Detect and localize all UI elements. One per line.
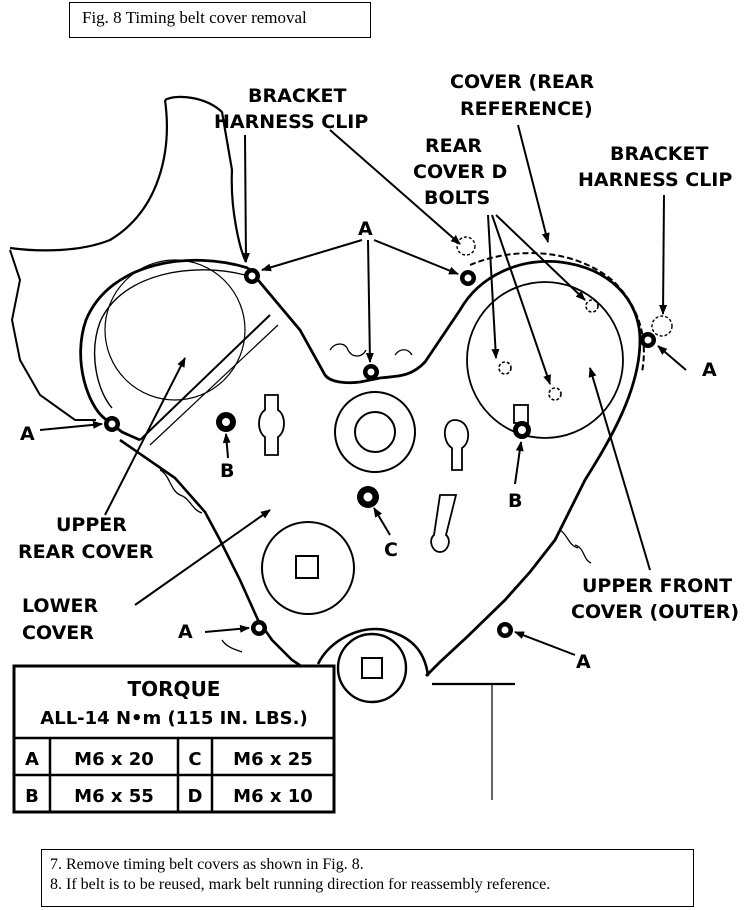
- cover-squiggle-detail: [159, 343, 592, 653]
- instruction-notes: 7. Remove timing belt covers as shown in…: [41, 849, 694, 907]
- d-bolt-2: [498, 361, 512, 375]
- upper-rear-cover-outline: [79, 258, 249, 442]
- bolt-a-7: [497, 622, 513, 638]
- engine-block-left-outline: [9, 249, 96, 421]
- upper-rear-cover-edge-2: [149, 324, 279, 446]
- bolt-boss: [513, 404, 529, 424]
- callout-b-right: B: [508, 490, 522, 512]
- label-lower-cover: LOWER COVER: [22, 595, 105, 644]
- label-cover-rear-reference: COVER (REAR REFERENCE): [450, 71, 601, 120]
- left-cam-sprocket: [104, 259, 246, 401]
- leader-arrows: [39, 124, 687, 656]
- torque-cell: M6 x 10: [233, 786, 313, 807]
- torque-cell: M6 x 20: [74, 749, 154, 770]
- d-bolt-3: [548, 387, 562, 401]
- figure-title: Fig. 8 Timing belt cover removal: [69, 2, 371, 38]
- torque-table: TORQUE ALL-14 N•m (115 IN. LBS.) A M6 x …: [12, 664, 336, 814]
- torque-cell: C: [188, 749, 201, 770]
- callout-a-lower-right: A: [576, 651, 591, 673]
- upper-rear-cover-inner: [93, 269, 246, 409]
- label-rear-cover-d-bolts: REAR COVER D BOLTS: [413, 135, 514, 209]
- front-cover-body-outline: [246, 260, 642, 677]
- bolt-a-4: [104, 416, 120, 432]
- label-bracket-harness-clip-left: BRACKET HARNESS CLIP: [214, 85, 368, 133]
- note-line: 7. Remove timing belt covers as shown in…: [50, 856, 364, 873]
- bolt-b-1: [216, 412, 236, 432]
- label-upper-rear-cover: UPPER REAR COVER: [18, 514, 154, 563]
- callout-b-left: B: [220, 460, 234, 482]
- torque-cell: B: [25, 786, 39, 807]
- engine-bracket-outline: [9, 95, 247, 263]
- lower-cover-rim: [316, 627, 430, 677]
- bolt-c: [357, 486, 379, 508]
- torque-title: TORQUE: [128, 677, 221, 701]
- callout-c: C: [384, 539, 398, 561]
- torque-cell: D: [188, 786, 203, 807]
- crank-hub: [361, 657, 383, 679]
- callout-a-top: A: [358, 218, 373, 240]
- d-bolt-1: [585, 299, 599, 313]
- torque-subtitle: ALL-14 N•m (115 IN. LBS.): [40, 708, 307, 729]
- crank-pulley: [336, 632, 408, 704]
- bolt-a-5: [640, 332, 656, 348]
- torque-cell: M6 x 25: [233, 749, 313, 770]
- torque-cell: M6 x 55: [74, 786, 154, 807]
- upper-rear-cover-edge: [139, 314, 271, 441]
- keyhole-slot-left: [258, 394, 285, 456]
- bolt-a-6: [251, 620, 267, 636]
- water-pump-pulley: [261, 521, 355, 615]
- front-cover-left-rim: [119, 438, 311, 674]
- torque-cell: A: [25, 749, 39, 770]
- right-cam-sprocket: [466, 281, 624, 439]
- center-idler-pulley-hub: [354, 411, 396, 453]
- callout-a-lower-left: A: [178, 621, 193, 643]
- clip-dashed-right: [651, 315, 673, 337]
- clip-dashed-left: [456, 236, 476, 256]
- bolt-b-2: [513, 421, 531, 439]
- bolt-a-2: [460, 270, 476, 286]
- center-idler-pulley: [334, 391, 416, 473]
- label-upper-front-cover: UPPER FRONT COVER (OUTER): [571, 575, 739, 623]
- bolt-a-1: [244, 268, 260, 284]
- note-line: 8. If belt is to be reused, mark belt ru…: [50, 876, 551, 893]
- callout-a-right: A: [702, 359, 717, 381]
- keyhole-slot-mid: [443, 419, 470, 471]
- water-pump-hub: [295, 555, 319, 579]
- keyhole-slot-lower: [430, 494, 458, 553]
- bolt-a-3: [363, 364, 379, 380]
- callout-a-left: A: [20, 423, 35, 445]
- label-bracket-harness-clip-right: BRACKET HARNESS CLIP: [578, 143, 732, 191]
